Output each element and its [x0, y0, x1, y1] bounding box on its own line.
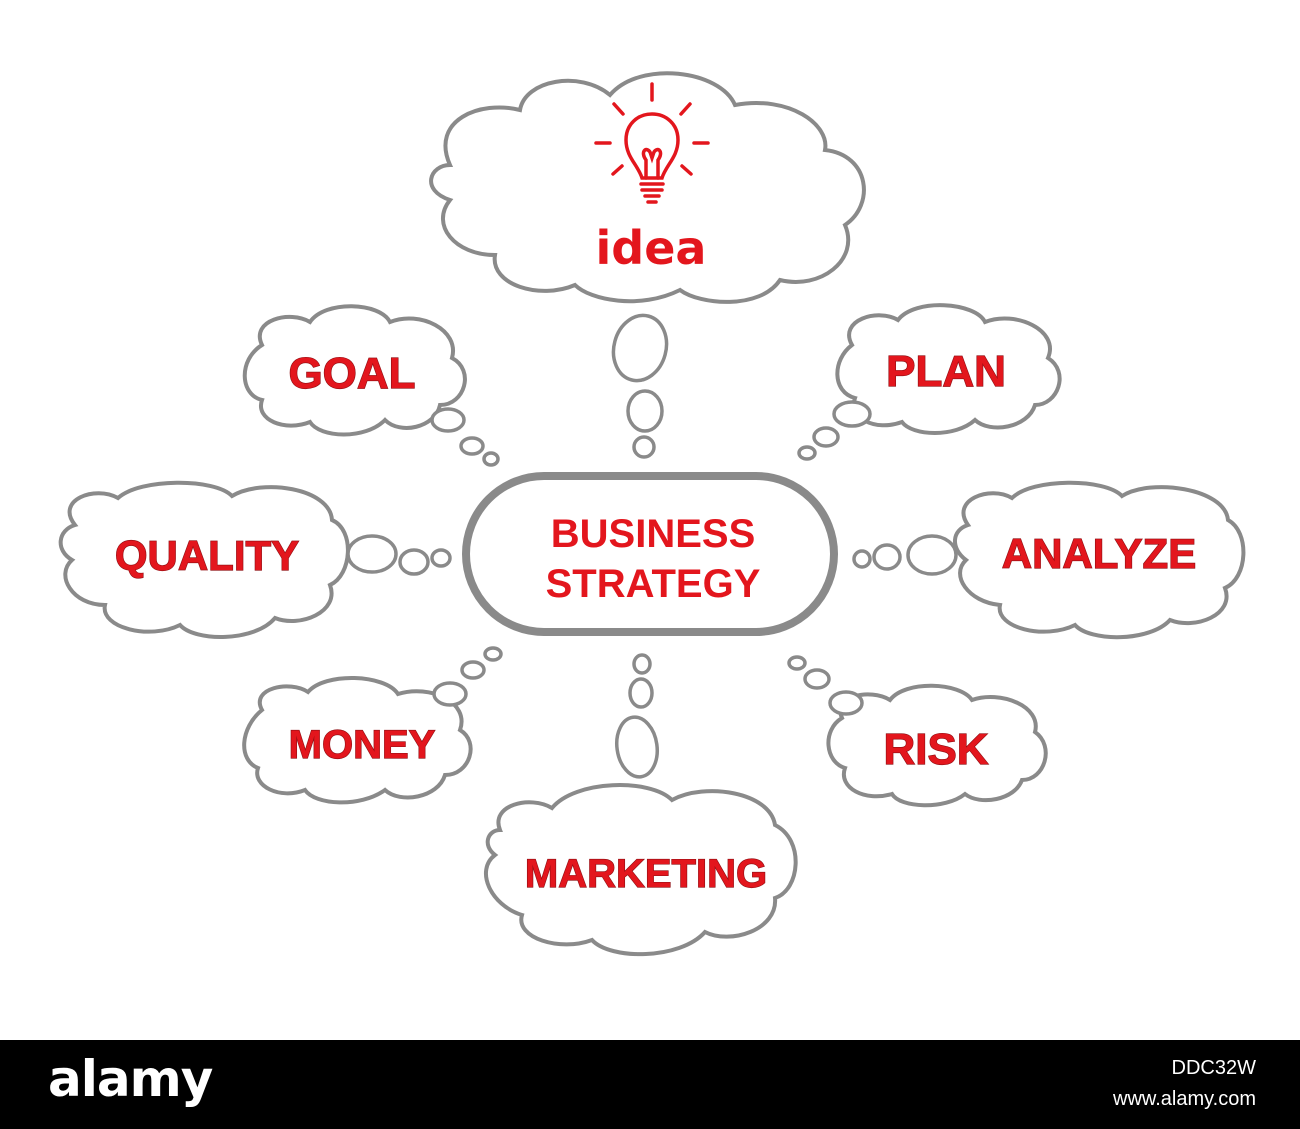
analyze-tail-bubble — [906, 534, 958, 576]
quality-label: QUALITY — [115, 532, 299, 579]
money-tail-bubble — [432, 681, 468, 707]
idea-label: idea — [596, 221, 707, 275]
risk-cloud — [826, 683, 1048, 808]
plan-label: PLAN — [886, 347, 1006, 396]
site-url: www.alamy.com — [1113, 1088, 1256, 1110]
center-label-line2: STRATEGY — [546, 562, 761, 606]
idea-tail-bubble — [611, 313, 669, 383]
goal-tail-bubble — [430, 407, 466, 433]
plan-tail-bubble — [832, 400, 872, 428]
analyze-tail-bubble — [852, 549, 872, 569]
analyze-cloud — [953, 480, 1246, 640]
risk-label: RISK — [883, 725, 988, 774]
money-label: MONEY — [289, 723, 436, 767]
money-cloud — [242, 675, 473, 805]
risk-tail-bubble — [803, 668, 831, 690]
goal-tail-bubble — [459, 436, 485, 456]
goal-tail-bubble — [482, 451, 500, 467]
goal-label: GOAL — [288, 349, 415, 398]
risk-tail-bubble — [787, 655, 807, 671]
alamy-logo: alamy — [48, 1050, 213, 1108]
money-tail-bubble — [460, 660, 486, 680]
quality-tail-bubble — [398, 548, 430, 576]
marketing-cloud — [483, 783, 798, 957]
idea-tail-bubble — [632, 435, 656, 459]
quality-tail-bubble — [430, 548, 452, 568]
lightbulb-icon — [594, 82, 710, 204]
image-id: DDC32W — [1171, 1057, 1256, 1079]
analyze-tail-bubble — [872, 543, 902, 571]
watermark-footer: alamy DDC32W www.alamy.com — [0, 1040, 1300, 1129]
plan-tail-bubble — [812, 426, 840, 448]
marketing-tail-bubble — [628, 677, 654, 709]
center-label-line1: BUSINESS — [551, 512, 756, 556]
risk-tail-bubble — [828, 690, 864, 716]
plan-tail-bubble — [797, 445, 817, 461]
money-tail-bubble — [483, 646, 503, 662]
idea-tail-bubble — [626, 389, 664, 433]
idea-cloud — [429, 71, 866, 304]
analyze-label: ANALYZE — [1002, 530, 1196, 577]
mind-map-diagram: idea GOAL PLAN QUALITY ANALYZE BUSINESS … — [58, 71, 1246, 957]
marketing-tail-bubble — [632, 653, 652, 675]
marketing-tail-bubble — [615, 715, 659, 779]
business-strategy-box — [462, 472, 838, 636]
quality-tail-bubble — [346, 534, 398, 574]
goal-cloud — [242, 304, 467, 437]
marketing-label: MARKETING — [525, 852, 767, 896]
quality-cloud — [58, 480, 350, 639]
